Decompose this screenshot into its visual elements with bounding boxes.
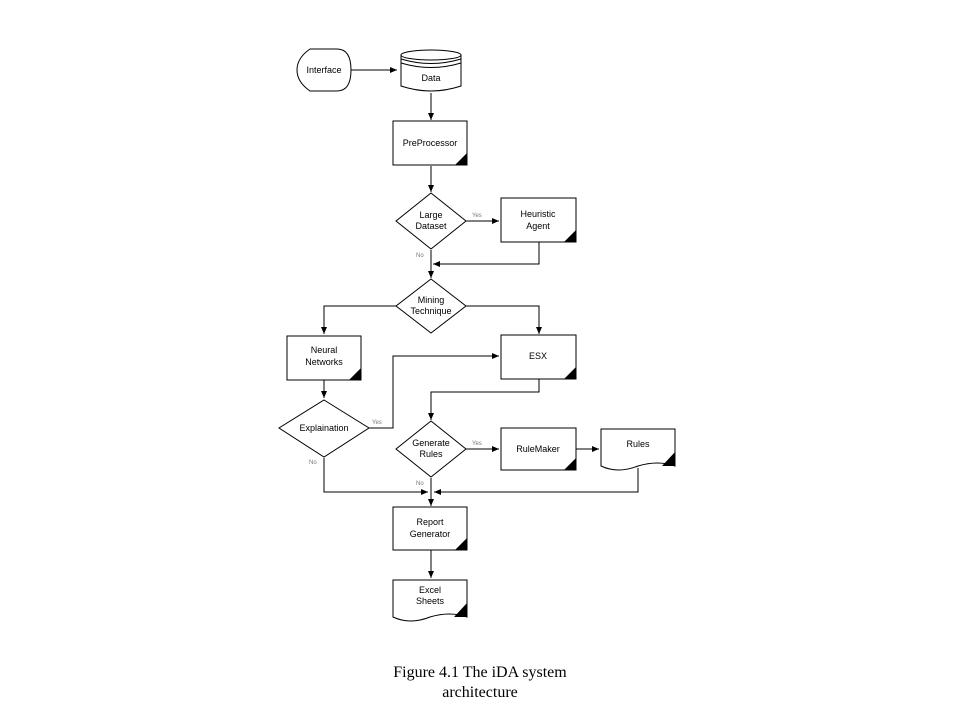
explaination-decision: Explaination <box>278 399 370 458</box>
edge-explaination-report-no <box>323 458 428 495</box>
edge-mining-neural <box>321 305 396 334</box>
corner-mark <box>455 538 467 550</box>
edges <box>321 67 639 578</box>
node-label: Data <box>421 73 440 83</box>
edge-esx-generaterules <box>428 379 540 420</box>
excel-sheets-document: Excel Sheets <box>392 579 468 622</box>
node-label: Mining <box>418 295 445 305</box>
caption-line: architecture <box>442 684 518 701</box>
edge-mining-esx <box>466 305 542 334</box>
edge-label-no: No <box>416 481 424 487</box>
node-label: Neural <box>311 345 338 355</box>
node-label: Generate <box>412 438 450 448</box>
corner-mark <box>564 230 576 242</box>
mining-technique-decision: Mining Technique <box>395 278 467 334</box>
generate-rules-decision: Generate Rules <box>395 420 467 478</box>
heuristic-agent-node: Heuristic Agent <box>500 197 577 243</box>
corner-mark <box>455 153 467 165</box>
corner-mark <box>662 452 675 466</box>
node-label: Agent <box>526 221 550 231</box>
edge-label-yes: Yes <box>372 420 382 426</box>
edge-label-yes: Yes <box>472 441 482 447</box>
node-label: PreProcessor <box>403 138 458 148</box>
edge-label-no: No <box>416 253 424 259</box>
caption-line: Figure 4.1 The iDA system <box>393 664 567 681</box>
node-label: Rules <box>626 439 650 449</box>
neural-networks-node: Neural Networks <box>286 335 362 381</box>
edge-label-yes: Yes <box>472 213 482 219</box>
esx-node: ESX <box>500 334 577 380</box>
rulemaker-node: RuleMaker <box>500 427 577 471</box>
corner-mark <box>349 368 361 380</box>
rules-document: Rules <box>600 428 676 471</box>
data-node: Data <box>400 49 462 92</box>
node-label: ESX <box>529 351 547 361</box>
large-dataset-decision: Large Dataset <box>395 192 467 250</box>
node-label: RuleMaker <box>516 444 560 454</box>
figure-caption: Figure 4.1 The iDA system architecture <box>330 663 630 703</box>
edge-label-no: No <box>309 460 317 466</box>
node-label: Report <box>416 517 444 527</box>
preprocessor-node: PreProcessor <box>392 120 468 166</box>
edge-explaination-esx-yes <box>369 353 499 429</box>
node-label: Networks <box>305 357 343 367</box>
corner-mark <box>454 603 467 617</box>
edge-rules-report <box>434 468 639 495</box>
edge-heuristic-return <box>433 242 540 267</box>
node-label: Excel <box>419 585 441 595</box>
corner-mark <box>564 367 576 379</box>
report-generator-node: Report Generator <box>392 506 468 551</box>
interface-node: Interface <box>296 48 352 92</box>
node-label: Technique <box>410 306 451 316</box>
node-label: Generator <box>410 529 451 539</box>
node-label: Rules <box>419 449 443 459</box>
node-label: Explaination <box>299 423 348 433</box>
node-label: Sheets <box>416 596 445 606</box>
node-label: Interface <box>306 65 341 75</box>
corner-mark <box>564 458 576 470</box>
node-label: Dataset <box>415 221 447 231</box>
node-label: Large <box>419 210 442 220</box>
node-label: Heuristic <box>520 209 556 219</box>
